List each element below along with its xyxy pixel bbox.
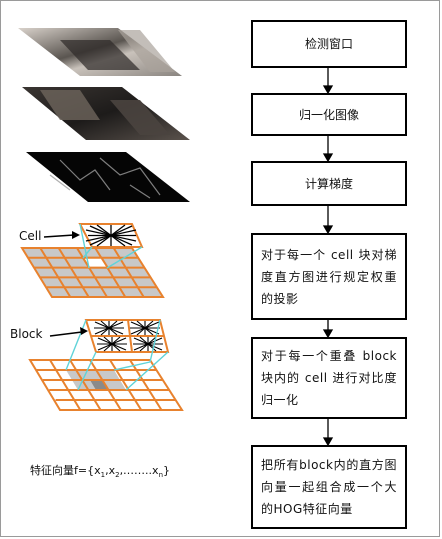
- feature-mid-1: ,x: [105, 464, 116, 477]
- cell-pointer-arrow: [43, 234, 75, 238]
- step-compute-gradient: 计算梯度: [251, 161, 407, 206]
- step-cell-histogram-projection: 对于每一个 cell 块对梯度直方图进行规定权重的投影: [251, 233, 407, 320]
- detection-window-image: [18, 28, 182, 76]
- cell-pointer-arrowhead: [72, 231, 80, 239]
- step-detection-window: 检测窗口: [251, 20, 407, 68]
- feature-sub-n: n: [158, 471, 163, 480]
- feature-vector-suffix: }: [163, 464, 170, 477]
- cell-label: Cell: [19, 229, 42, 243]
- block-grid: [28, 359, 184, 411]
- step-text: 检测窗口: [304, 37, 353, 51]
- cell-histogram: [78, 223, 144, 269]
- feature-mid-2: ,……..x: [119, 464, 159, 477]
- feature-vector-prefix: 特征向量f={x: [30, 464, 101, 477]
- step-text: 对于每一个重叠 block 块内的 cell 进行对比度归一化: [261, 349, 397, 407]
- block-histograms: [65, 319, 170, 391]
- block-pointer-arrowhead: [80, 327, 88, 335]
- step-text: 计算梯度: [304, 176, 353, 191]
- step-normalize-image: 归一化图像: [251, 93, 407, 136]
- step-text: 对于每一个 cell 块对梯度直方图进行规定权重的投影: [261, 247, 397, 306]
- feature-sub-1: 1: [100, 471, 106, 480]
- step-block-contrast-normalization: 对于每一个重叠 block 块内的 cell 进行对比度归一化: [251, 337, 407, 419]
- block-pointer-arrow: [49, 331, 83, 337]
- block-label: Block: [10, 327, 43, 341]
- normalized-image: [22, 87, 190, 140]
- step-text: 把所有block内的直方图向量一起组合成一个大的HOG特征向量: [261, 458, 397, 516]
- feature-sub-2: 2: [115, 471, 120, 480]
- gradient-image: [26, 152, 190, 202]
- step-combine-hog-feature-vector: 把所有block内的直方图向量一起组合成一个大的HOG特征向量: [251, 445, 407, 529]
- feature-vector-label: 特征向量f={x1,x2,……..xn}: [30, 462, 170, 479]
- step-text: 归一化图像: [298, 107, 359, 122]
